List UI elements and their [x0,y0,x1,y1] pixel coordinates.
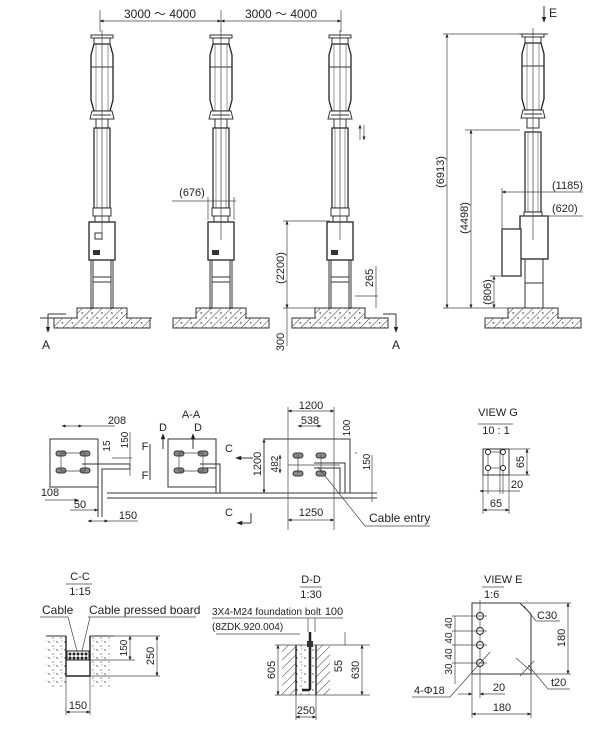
section-marker-f-1: F [142,441,149,453]
elevation-view: 3000 ～ 4000 3000 ～ 4000 [40,7,400,352]
section-dd-dim-630: 630 [350,661,362,679]
view-e-title: VIEW E [484,574,523,586]
section-marker-f-2: F [142,470,149,482]
section-dd-dim-100: 100 [325,606,343,618]
foundation-bolt-code: (8ZDK.920.004) [212,622,283,633]
dim-4498: (4498) [459,202,471,234]
view-e-dim-c30: C30 [537,610,557,622]
dim-620: (620) [552,203,578,215]
side-view: E (6913) (4498) (1185) (620) (806) [435,6,583,329]
section-dd-title: D-D [301,574,321,586]
dim-50: 50 [74,499,86,511]
cable-label: Cable [42,603,74,617]
view-e-dim-t20: t20 [551,677,566,689]
section-cc-dim-250: 250 [145,647,157,665]
section-marker-a-right: A [392,338,400,352]
view-g-scale: 10 : 1 [482,425,510,437]
section-marker-a-left: A [42,338,50,352]
dim-1200-v: 1200 [252,452,264,476]
section-dd-dim-605: 605 [266,661,278,679]
dim-676: (676) [179,187,205,199]
spacing-dim-1: 3000 ～ 4000 [124,7,196,21]
dim-2200: (2200) [275,252,287,284]
view-g-dim-65-h: 65 [490,498,502,510]
view-g-dim-20: 20 [511,479,523,491]
view-e-dim-180-v: 180 [556,629,568,647]
dim-15: 15 [102,440,113,452]
dim-108: 108 [41,487,59,499]
dim-100: 100 [342,419,353,436]
section-dd-dim-250: 250 [297,705,315,717]
dim-300: 300 [275,333,287,351]
view-e-dim-40-3: 40 [444,648,455,660]
dim-538: 538 [301,415,319,427]
section-marker-c-1: C [225,443,233,455]
section-cc-title: C-C [70,571,90,583]
section-dd-dim-55: 55 [333,660,345,672]
view-g-title: VIEW G [478,407,518,419]
plan-view-aa: A-A [41,400,430,530]
section-cc-scale: 1:15 [69,586,90,598]
foundation-bolt-label: 3X4-M24 foundation bolt [212,607,321,618]
view-e-hole-label: 4-Φ18 [414,685,445,697]
section-dd: D-D 1:30 3X4-M24 foundation bolt (8ZDK.9… [212,574,370,720]
dim-150-a: 150 [120,431,131,448]
pole-2 [172,30,270,329]
section-cc-dim-150-h: 150 [69,700,87,712]
section-marker-c-2: C [225,507,233,519]
view-e-dim-40-2: 40 [444,632,455,644]
pole-1 [40,30,152,329]
pole-3 [291,30,389,329]
view-e: VIEW E 1:6 180 C30 40 40 40 30 4-Φ18 [412,574,571,718]
dim-265: 265 [364,269,376,287]
view-e-dim-20: 20 [493,682,505,694]
dim-6913: (6913) [435,156,447,188]
view-e-dim-40-1: 40 [444,617,455,629]
view-g-dim-65-v: 65 [515,456,527,468]
dim-1200-h: 1200 [299,400,323,412]
dim-208: 208 [108,415,126,427]
plan-title: A-A [182,409,201,421]
dim-1250: 1250 [299,507,323,519]
section-dd-scale: 1:30 [300,589,321,601]
dim-150-c: 150 [362,453,373,470]
section-cc: C-C 1:15 Cable Cable pressed board 150 2… [40,571,200,715]
cable-pressed-board-label: Cable pressed board [89,603,200,617]
dim-482: 482 [270,455,281,472]
cable-entry-label: Cable entry [369,511,430,525]
section-marker-d-1: D [159,422,167,434]
section-cc-dim-150-v: 150 [119,639,130,656]
view-g: VIEW G 10 : 1 65 20 65 [478,407,530,514]
dim-1185: (1185) [552,180,583,192]
view-e-dim-30: 30 [444,663,455,675]
view-e-scale: 1:6 [484,589,499,601]
section-marker-d-2: D [194,422,202,434]
view-e-marker: E [549,6,557,20]
dim-806: (806) [482,279,494,305]
view-e-dim-180-h: 180 [493,702,511,714]
spacing-dim-2: 3000 ～ 4000 [245,7,317,21]
dim-150-b: 150 [119,510,137,522]
